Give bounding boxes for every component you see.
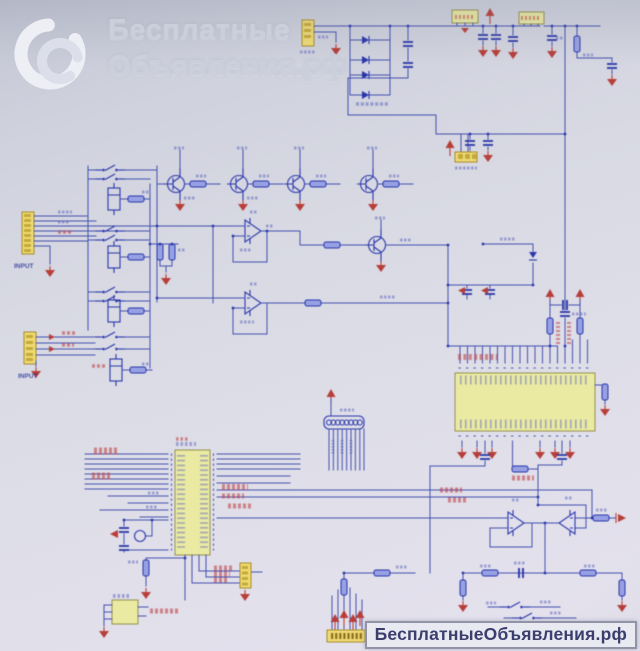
diode-icon [361,90,370,100]
input2-label: INPUT [18,373,38,380]
power-flag-icon [444,139,456,157]
mcu-left-wires [84,453,169,518]
bottom-connector [326,587,366,643]
capacitor-icon [402,41,414,47]
diode-icon [361,35,370,45]
relay-coil-icon [107,240,121,274]
switch-icon [499,601,531,609]
opamp-icon [244,289,262,317]
bus-wires [87,165,214,369]
connector-pins [24,214,31,252]
illegible-labels-red [58,15,571,614]
relay-coils [107,182,153,387]
transistor-icon [283,167,306,201]
power-rail-wires [313,25,541,96]
crystal-circuit [110,519,169,553]
transistor-icon [364,228,387,262]
resistor-icon [189,180,207,188]
opamp-icon [507,509,525,537]
resistor-icon [323,241,341,249]
transistor-icon [356,167,379,201]
resistor-icon [309,180,327,188]
signal-wires [216,489,617,574]
mcu-section [84,388,365,639]
opamp-buffers [156,217,449,347]
watermark-logo: Бесплатные Объявления.рф [8,6,348,102]
logo-line2: Объявления.рф [108,50,348,82]
filter-capacitors [477,25,519,60]
junction-dots [122,24,594,575]
diode-icon [361,55,370,65]
resistor-icon [546,317,554,335]
opamp-icon [244,217,262,245]
relay-coil-icon [107,182,121,216]
resistor-icon [511,465,529,473]
capacitor-icon [402,62,414,68]
input1-label: INPUT [14,263,34,270]
power-flag-icon [484,7,496,25]
relay-coil-icon [107,294,121,328]
main-ic-section [429,243,611,574]
crystal-icon [133,529,147,543]
opamp-icon [558,509,576,537]
programming-connector [239,562,252,589]
transistor-icon [163,167,186,201]
mcu-right-wires [216,453,301,484]
relay-contacts [87,164,158,351]
relay-coil-icon [109,353,123,387]
resistor-array [323,388,365,471]
resistor-icon [252,180,270,188]
connector-pins [26,335,33,361]
resistor-icon [576,317,584,335]
resistor-icon [592,514,610,522]
output-opamp-section [216,489,628,643]
illegible-labels-blue [58,35,608,615]
input-connectors-and-relays: INPUT [14,164,214,387]
led-indicator-icons [49,334,55,352]
resistor-icon [573,35,581,53]
watermark-badge: БесплатныеОбъявления.рф [364,621,637,649]
bridge-rectifier [349,35,391,100]
driver-transistor-row [156,149,414,212]
input-connector-1 [21,211,35,255]
logo-text: Бесплатные Объявления.рф [108,12,348,84]
resistor-icon [304,299,322,307]
power-supply-section [301,7,618,364]
capacitor-icon [142,559,150,577]
logo-line1: Бесплатные [108,14,291,46]
transistor-icon [226,167,249,201]
resistor-icon [382,180,400,188]
switch-icon [511,612,543,620]
aux-ic [111,599,139,625]
power-input-connector [301,19,315,47]
logo-swirl-icon [14,18,86,90]
connector-pins [304,23,311,38]
